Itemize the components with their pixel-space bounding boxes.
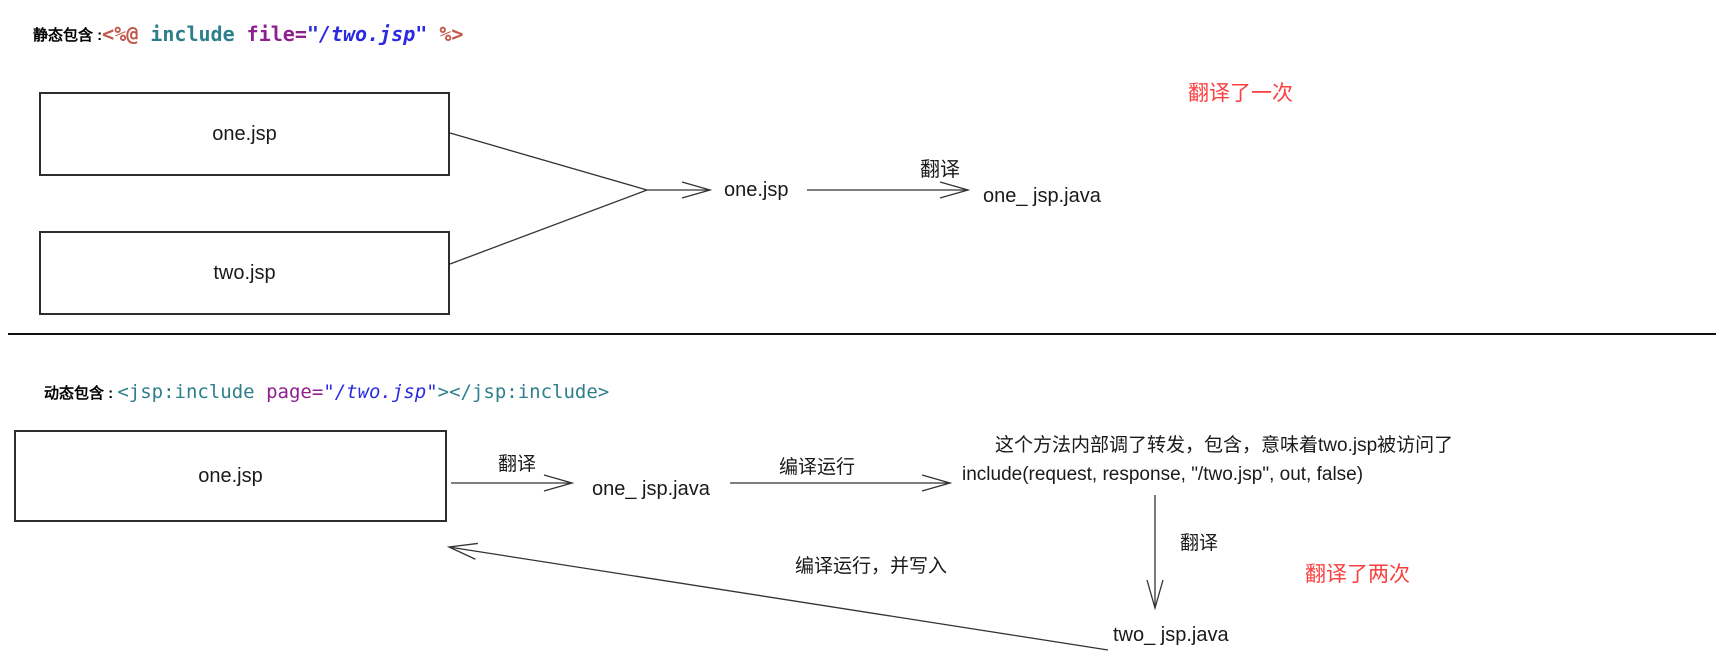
dynamic-box-onejsp-label: one.jsp: [198, 464, 263, 487]
dynamic-translate2-label: 翻译: [1180, 533, 1219, 554]
dynamic-java-node: one_ jsp.java: [592, 478, 710, 500]
static-merged-node: one.jsp: [724, 179, 789, 201]
static-title-label: 静态包含 :: [33, 26, 103, 44]
static-code-keyword: include: [150, 22, 247, 46]
static-box-onejsp-label: one.jsp: [212, 122, 277, 145]
static-include-title: 静态包含 :<%@ include file="/two.jsp" %>: [33, 22, 463, 46]
dynamic-code-string: "/two.jsp": [323, 381, 438, 403]
edge-twojsp-merge: [449, 189, 648, 265]
static-annotation-red: 翻译了一次: [1188, 82, 1293, 105]
static-code-open: <%@: [102, 22, 151, 46]
include-note-line1: 这个方法内部调了转发，包含，意味着two.jsp被访问了: [995, 435, 1454, 456]
include-note-line2: include(request, response, "/two.jsp", o…: [962, 464, 1364, 485]
edge-onejsp-merge: [449, 132, 648, 191]
dynamic-writeback-label: 编译运行，并写入: [795, 556, 948, 577]
dynamic-title-label: 动态包含 :: [44, 384, 118, 402]
dynamic-code-close: ></jsp:include>: [437, 381, 610, 403]
dynamic-box-onejsp: one.jsp: [14, 430, 447, 522]
static-box-twojsp-label: two.jsp: [213, 261, 276, 284]
dynamic-compile-label: 编译运行: [779, 457, 856, 478]
static-box-onejsp: one.jsp: [39, 92, 450, 176]
dynamic-code-open: <jsp:include: [117, 381, 267, 403]
dynamic-code-attr: page=: [266, 381, 324, 403]
static-box-twojsp: two.jsp: [39, 231, 450, 315]
static-result-node: one_ jsp.java: [983, 185, 1101, 207]
static-code-attr: file=: [246, 22, 307, 46]
dynamic-two-java-node: two_ jsp.java: [1113, 624, 1229, 646]
dynamic-include-title: 动态包含 : <jsp:include page="/two.jsp"></js…: [44, 381, 609, 403]
dynamic-annotation-red: 翻译了两次: [1305, 563, 1410, 586]
arrow-writeback: [449, 547, 1109, 651]
dynamic-translate-label: 翻译: [498, 454, 537, 475]
static-code-string: "/two.jsp": [306, 22, 428, 46]
static-translate-label: 翻译: [920, 159, 960, 181]
static-code-close: %>: [427, 22, 464, 46]
